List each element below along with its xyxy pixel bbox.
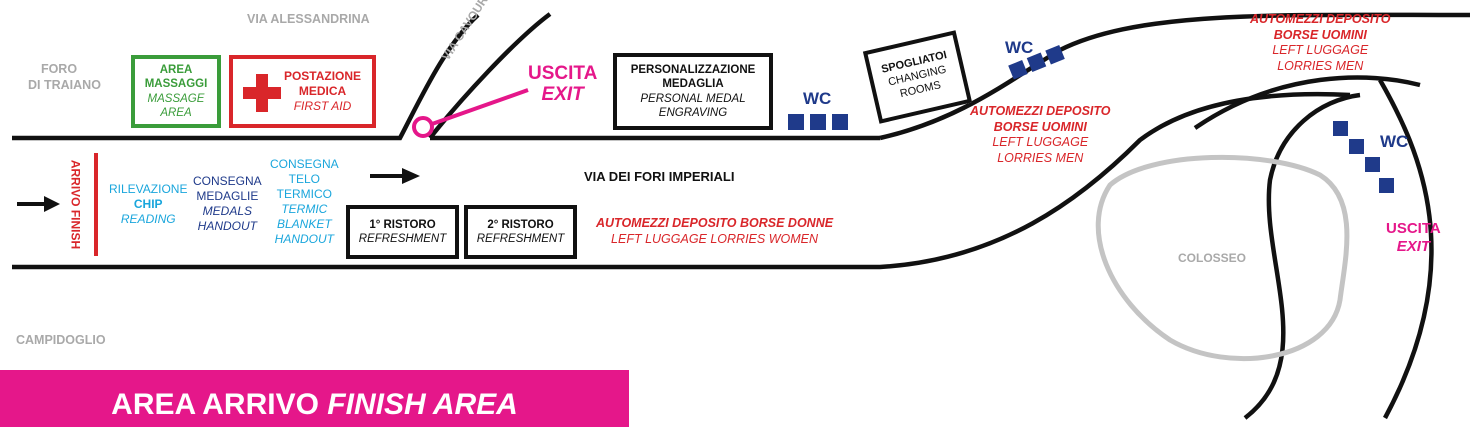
medals-handout-label: CONSEGNA MEDAGLIE MEDALS HANDOUT [193,174,262,234]
massage-label-2: MASSAGGI [144,78,208,91]
refresh1-label-2: REFRESHMENT [358,233,447,245]
refresh2-label-1: 2° RISTORO [487,218,554,231]
colosseum-outline [1095,154,1350,362]
wc-square [1333,121,1348,136]
chip-label-3: READING [120,212,176,226]
engraving-label-4: ENGRAVING [658,106,728,119]
blanket-label-4: TERMIC [281,202,328,216]
medals-label-4: HANDOUT [197,219,258,233]
exit-top-label-2: EXIT [541,83,584,105]
road-lower-edge [12,91,1351,270]
wc-square [832,114,848,130]
wc-square [810,114,826,130]
medal-engraving-box: PERSONALIZZAZIONE MEDAGLIA PERSONAL MEDA… [613,53,773,130]
luggage-men-top-label: AUTOMEZZI DEPOSITO BORSE UOMINI LEFT LUG… [1250,12,1391,75]
first-aid-cross-icon [243,74,281,112]
blanket-label-1: CONSEGNA [270,157,339,171]
refresh2-label-2: REFRESHMENT [476,233,565,245]
banner-title: AREA ARRIVO FINISH AREA [0,388,629,422]
blanket-label-5: BLANKET [277,217,332,231]
finish-area-banner: AREA ARRIVO FINISH AREA [0,370,629,427]
chip-label-1: RILEVAZIONE [109,182,188,196]
massage-label-1: AREA [159,63,193,76]
refresh1-label-1: 1° RISTORO [369,218,436,231]
massage-area-box: AREA MASSAGGI MASSAGE AREA [131,55,221,128]
first-aid-box: POSTAZIONE MEDICA FIRST AID [229,55,376,128]
wc-square [788,114,804,130]
medals-label-2: MEDAGLIE [196,189,259,203]
luggage-men-top-2: BORSE UOMINI [1273,27,1367,42]
chip-label-2: CHIP [133,197,163,211]
luggage-men-top-3: LEFT LUGGAGE [1272,43,1369,58]
place-foro-traiano: FORO DI TRAIANO [28,62,101,93]
engraving-label-3: PERSONAL MEDAL [640,92,746,105]
banner-title-italic: FINISH AREA [327,388,518,421]
arrow-right-icon [17,196,60,212]
place-foro-traiano-line2: DI TRAIANO [28,77,101,92]
massage-label-4: AREA [160,106,192,119]
arrow-right-icon [370,168,420,184]
blanket-label-2: TELO [288,172,321,186]
road-right-outer [1378,78,1434,420]
street-via-fori-imperiali: VIA DEI FORI IMPERIALI [584,169,735,184]
first-aid-label-2: MEDICA [298,84,347,98]
luggage-men-mid-4: LORRIES MEN [997,150,1084,165]
luggage-men-mid-1: AUTOMEZZI DEPOSITO [970,104,1111,118]
medals-label-3: MEDALS [202,204,253,218]
luggage-men-top-1: AUTOMEZZI DEPOSITO [1250,12,1391,26]
street-via-alessandrina: VIA ALESSANDRINA [247,12,370,26]
massage-label-3: MASSAGE [147,92,205,105]
road-curve-top [879,12,1471,141]
wc-icon: WC [1380,132,1409,151]
engraving-label-1: PERSONALIZZAZIONE [630,63,756,76]
blanket-label-6: HANDOUT [274,232,335,246]
luggage-men-mid-3: LEFT LUGGAGE [992,135,1089,150]
wc-square [1349,139,1364,154]
exit-right-label-1: USCITA [1386,220,1441,237]
exit-top-label-1: USCITA [528,63,598,84]
luggage-men-mid-2: BORSE UOMINI [993,119,1087,134]
banner-title-main: AREA ARRIVO [111,388,328,421]
road-upper-edge-right [428,12,880,141]
luggage-women-label: AUTOMEZZI DEPOSITO BORSE DONNE LEFT LUGG… [596,216,833,247]
luggage-men-mid-label: AUTOMEZZI DEPOSITO BORSE UOMINI LEFT LUG… [970,104,1111,167]
finish-vertical-label: ARRIVO FINISH [68,159,83,250]
first-aid-label-1: POSTAZIONE [283,69,362,83]
place-foro-traiano-line1: FORO [40,62,78,76]
refreshment-2-box: 2° RISTORO REFRESHMENT [464,205,577,259]
luggage-women-1: AUTOMEZZI DEPOSITO BORSE DONNE [596,216,834,230]
exit-pointer-line [431,88,529,126]
refreshment-1-box: 1° RISTORO REFRESHMENT [346,205,459,259]
place-colosseo: COLOSSEO [1178,251,1247,265]
exit-marker-icon [412,116,434,138]
exit-top-label: USCITA EXIT [528,63,598,106]
exit-right-label-2: EXIT [1396,238,1431,255]
exit-right-label: USCITA EXIT [1386,220,1441,256]
wc-icon: WC [803,89,832,108]
road-inner-ring [1193,75,1421,130]
blanket-label-3: TERMICO [276,187,333,201]
blanket-handout-label: CONSEGNA TELO TERMICO TERMIC BLANKET HAN… [270,157,339,247]
road-upper-edge [12,13,480,141]
place-campidoglio: CAMPIDOGLIO [16,333,106,347]
engraving-label-2: MEDAGLIA [662,78,724,91]
chip-reading-label: RILEVAZIONE CHIP READING [109,182,187,227]
first-aid-label-3: FIRST AID [293,99,352,113]
wc-icon: WC [1005,38,1034,57]
medals-label-1: CONSEGNA [193,174,262,188]
luggage-women-2: LEFT LUGGAGE LORRIES WOMEN [611,231,819,246]
wc-square [1365,157,1380,172]
wc-square [1379,178,1394,193]
luggage-men-top-4: LORRIES MEN [1277,58,1364,73]
road-right-inner [1243,92,1361,420]
